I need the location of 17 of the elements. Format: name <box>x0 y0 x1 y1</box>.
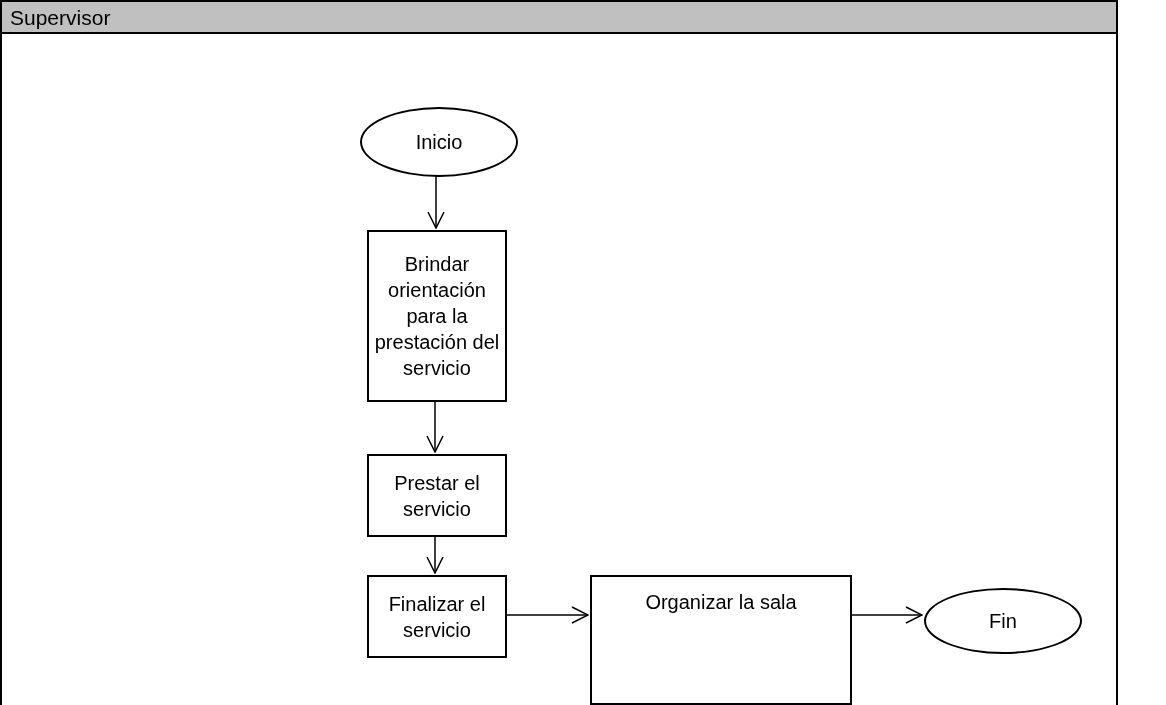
node-label: Organizar la sala <box>645 590 797 615</box>
arrow <box>504 606 589 624</box>
arrow <box>426 399 444 453</box>
process-box <box>367 575 507 658</box>
process-box <box>367 230 507 402</box>
swimlane <box>0 0 1118 705</box>
node-label: Brindar orientación para la prestación del servicio <box>373 252 501 381</box>
node-label: Fin <box>989 609 1017 634</box>
arrow <box>426 534 444 574</box>
arrow <box>849 606 923 624</box>
lane-title: Supervisor <box>10 6 111 28</box>
node-label: Inicio <box>415 130 463 155</box>
arrow <box>427 174 445 229</box>
process-box <box>367 454 507 537</box>
node-label: Finalizar el servicio <box>387 591 487 643</box>
process-box <box>590 575 852 705</box>
node-label: Prestar el servicio <box>393 470 481 522</box>
